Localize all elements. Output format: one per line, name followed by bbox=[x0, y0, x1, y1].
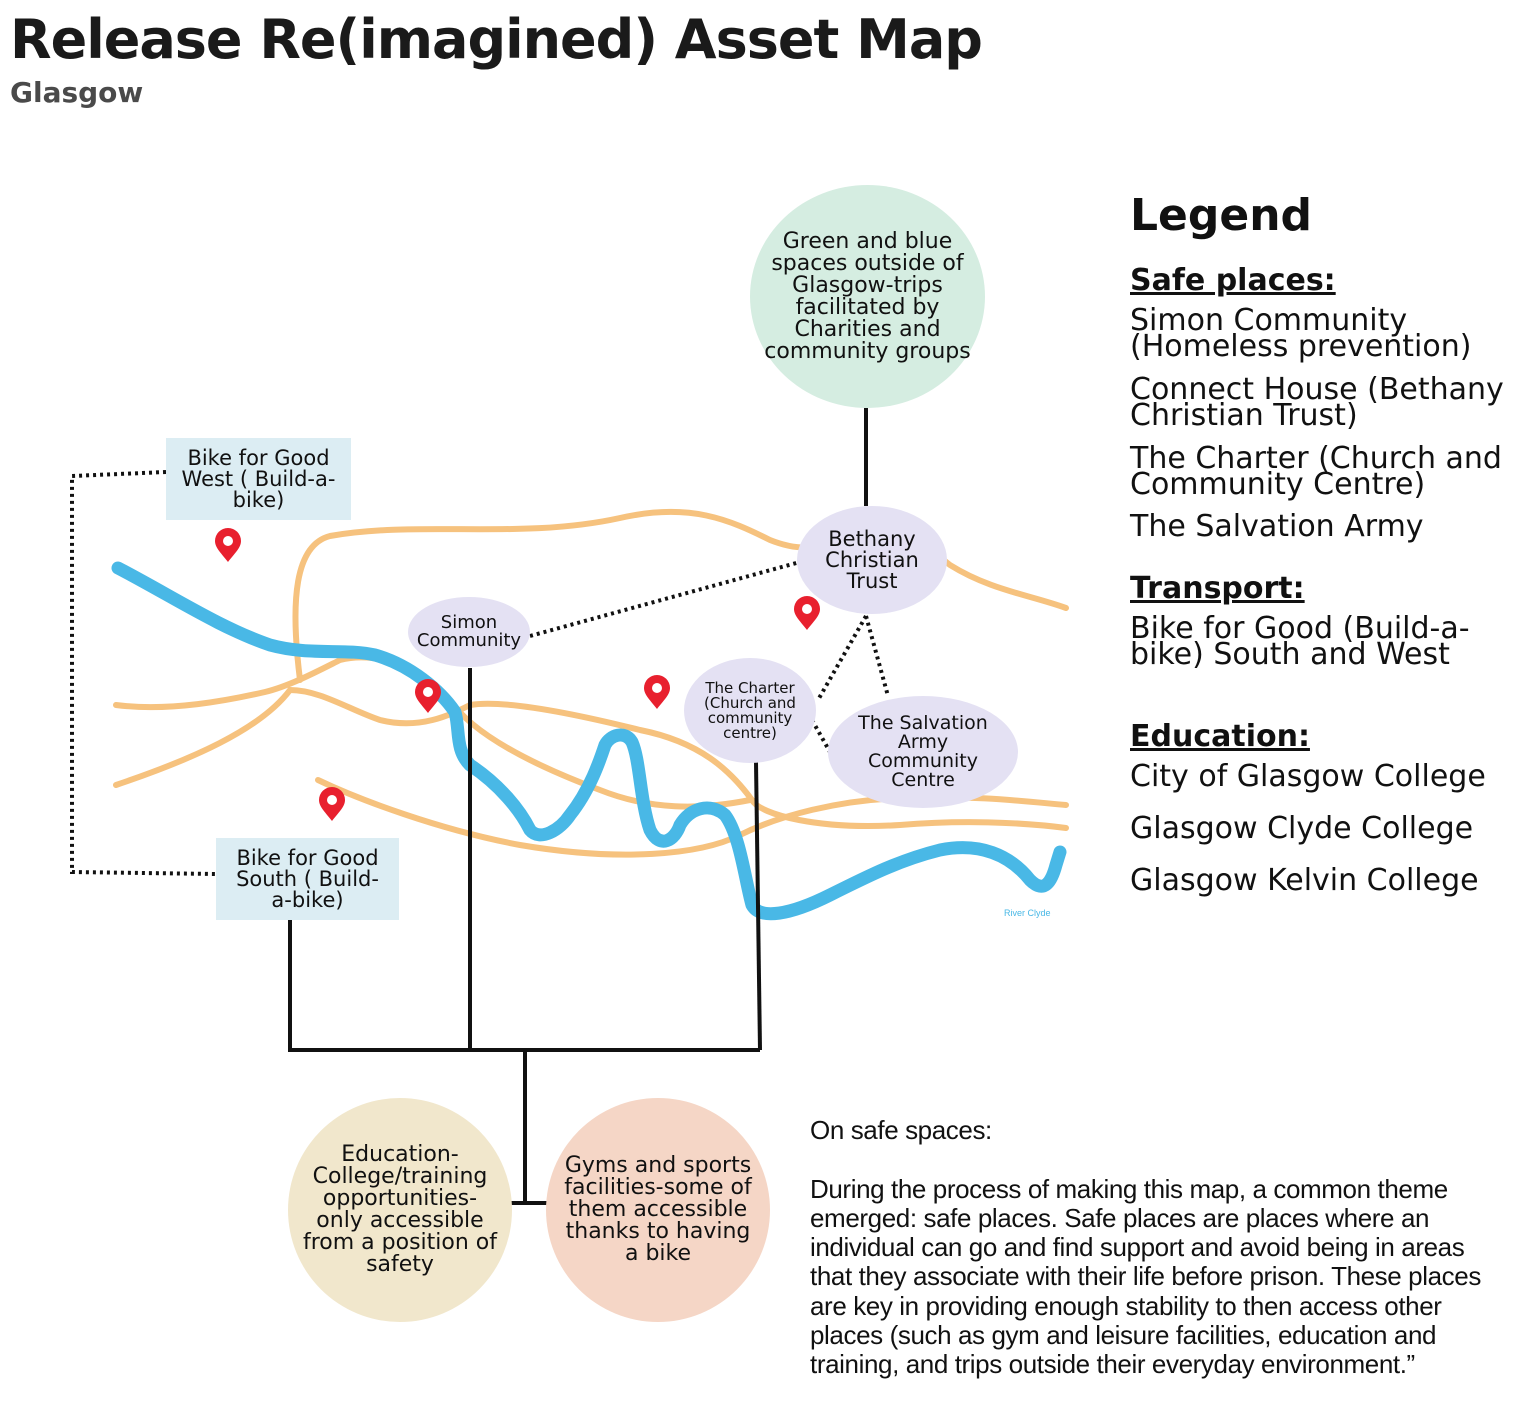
road-north bbox=[292, 508, 1069, 683]
dotted-charter-salvation bbox=[810, 719, 832, 753]
river-label: River Clyde bbox=[1004, 908, 1051, 918]
node-education-label: Education- College/training opportunitie… bbox=[302, 1142, 497, 1277]
legend-item: Bike for Good (Build-a-bike) South and W… bbox=[1130, 610, 1470, 673]
node-bike-for-good-south: Bike for Good South ( Build-a-bike) bbox=[216, 838, 399, 920]
legend: Legend Safe places: Simon Community (Hom… bbox=[1128, 190, 1523, 911]
legend-item: The Salvation Army bbox=[1130, 509, 1424, 545]
legend-item: City of Glasgow College bbox=[1130, 758, 1486, 794]
node-simon-community-label: Simon Community bbox=[416, 612, 522, 651]
dotted-bethany-salvation bbox=[864, 615, 890, 697]
legend-category-education: Education: bbox=[1130, 718, 1310, 754]
legend-item: Connect House (Bethany Christian Trust) bbox=[1130, 371, 1504, 434]
river-clyde bbox=[111, 561, 1067, 921]
dotted-bike-west-south bbox=[70, 470, 217, 876]
location-pins bbox=[215, 528, 820, 821]
node-salvation-army: The Salvation Army Community Centre bbox=[828, 696, 1018, 808]
node-bike-for-good-west-label: Bike for Good West ( Build-a-bike) bbox=[181, 445, 336, 512]
node-bike-for-good-west: Bike for Good West ( Build-a-bike) bbox=[166, 438, 351, 520]
node-the-charter: The Charter (Church and community centre… bbox=[684, 658, 816, 763]
dotted-bethany-charter bbox=[816, 615, 868, 701]
map-subtitle: Glasgow bbox=[10, 76, 144, 109]
legend-category-safe-places: Safe places: bbox=[1130, 263, 1336, 298]
note-body: During the process of making this map, a… bbox=[810, 1174, 1481, 1379]
node-bike-for-good-south-label: Bike for Good South ( Build-a-bike) bbox=[236, 845, 379, 912]
location-pin-icon[interactable] bbox=[794, 596, 820, 630]
legend-item: The Charter (Church and Community Centre… bbox=[1130, 440, 1502, 502]
dotted-simon-bethany bbox=[529, 560, 801, 638]
note-heading: On safe spaces: bbox=[810, 1115, 992, 1145]
node-simon-community: Simon Community bbox=[408, 597, 530, 667]
node-gyms: Gyms and sports facilities-some of them … bbox=[546, 1098, 770, 1322]
node-salvation-army-label: The Salvation Army Community Centre bbox=[858, 712, 988, 791]
legend-item: Glasgow Kelvin College bbox=[1130, 863, 1479, 899]
connectors bbox=[288, 408, 868, 1205]
location-pin-icon[interactable] bbox=[319, 787, 345, 821]
node-green-blue-spaces: Green and blue spaces outside of Glasgow… bbox=[750, 185, 985, 408]
dotted-connectors bbox=[70, 470, 890, 876]
node-gyms-label: Gyms and sports facilities-some of them … bbox=[564, 1153, 752, 1266]
node-bethany-christian-trust: Bethany Christian Trust bbox=[797, 506, 947, 614]
road-middle bbox=[113, 686, 1069, 831]
node-education: Education- College/training opportunitie… bbox=[288, 1098, 512, 1322]
location-pin-icon[interactable] bbox=[415, 679, 441, 713]
legend-category-transport: Transport: bbox=[1130, 570, 1305, 606]
node-green-blue-spaces-label: Green and blue spaces outside of Glasgow… bbox=[764, 228, 971, 364]
location-pin-icon[interactable] bbox=[644, 675, 670, 709]
legend-title: Legend bbox=[1130, 190, 1313, 241]
legend-item: Glasgow Clyde College bbox=[1130, 810, 1474, 846]
location-pin-icon[interactable] bbox=[215, 528, 241, 562]
safe-spaces-note: On safe spaces: During the process of ma… bbox=[810, 1115, 1510, 1379]
connector-charter bbox=[754, 761, 762, 1051]
map-title: Release Re(imagined) Asset Map bbox=[10, 8, 983, 71]
legend-item: Simon Community (Homeless prevention) bbox=[1130, 303, 1472, 365]
node-the-charter-label: The Charter (Church and community centre… bbox=[704, 678, 796, 742]
node-bethany-christian-trust-label: Bethany Christian Trust bbox=[825, 526, 919, 593]
connector-bike-south bbox=[288, 920, 760, 1052]
